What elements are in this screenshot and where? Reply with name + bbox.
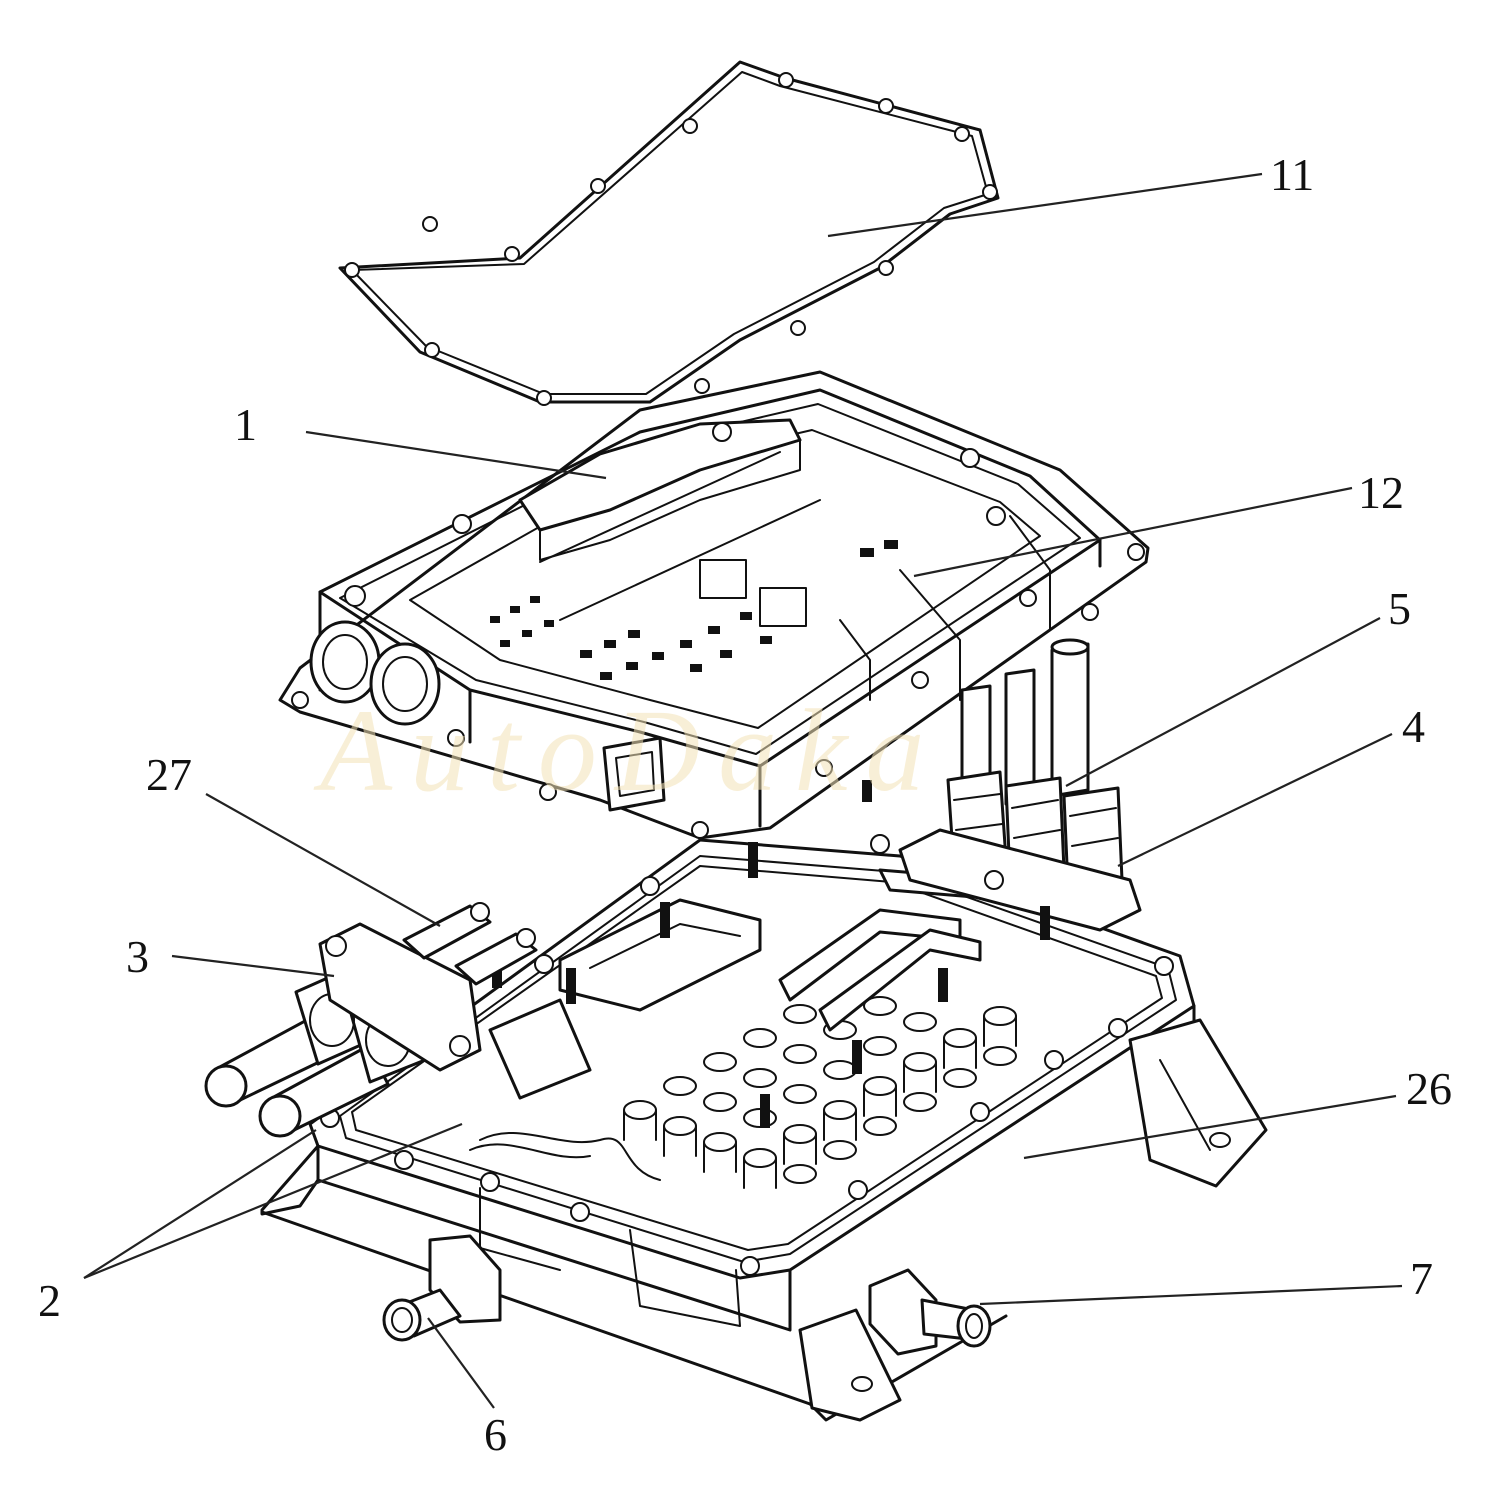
callout-labels: 11 1 12 5 4 27 3 26 2 7 6 — [38, 149, 1452, 1460]
callout-6: 6 — [484, 1409, 507, 1460]
leader-1 — [305, 430, 607, 480]
callout-27: 27 — [146, 749, 192, 800]
watermark-text: AutoDaka — [313, 685, 942, 816]
callout-12: 12 — [1358, 467, 1404, 518]
input-connector-part-3 — [204, 902, 538, 1138]
gasket-part-11 — [338, 60, 1000, 406]
lower-housing-part-26 — [260, 780, 1268, 1422]
leader-26 — [1023, 1094, 1397, 1160]
leader-lines — [83, 172, 1403, 1409]
leader-5 — [1065, 617, 1381, 787]
callout-3: 3 — [126, 931, 149, 982]
leader-6 — [427, 1317, 495, 1409]
callout-11: 11 — [1270, 149, 1314, 200]
coolant-outlet-part-7 — [868, 1268, 992, 1356]
upper-housing-part-12 — [278, 370, 1150, 890]
leader-27 — [205, 793, 441, 927]
leader-2b — [83, 1129, 317, 1279]
callout-26: 26 — [1406, 1063, 1452, 1114]
coolant-inlet-part-6 — [382, 1234, 502, 1342]
leader-3 — [171, 954, 335, 978]
callout-1: 1 — [234, 399, 257, 450]
callout-5: 5 — [1388, 583, 1411, 634]
callout-2: 2 — [38, 1275, 61, 1326]
leader-11 — [827, 172, 1263, 238]
leader-2a — [83, 1122, 463, 1280]
callout-7: 7 — [1410, 1253, 1433, 1304]
leader-12 — [913, 486, 1353, 578]
leader-7 — [979, 1284, 1403, 1306]
callout-4: 4 — [1402, 701, 1425, 752]
leader-4 — [1117, 733, 1393, 867]
